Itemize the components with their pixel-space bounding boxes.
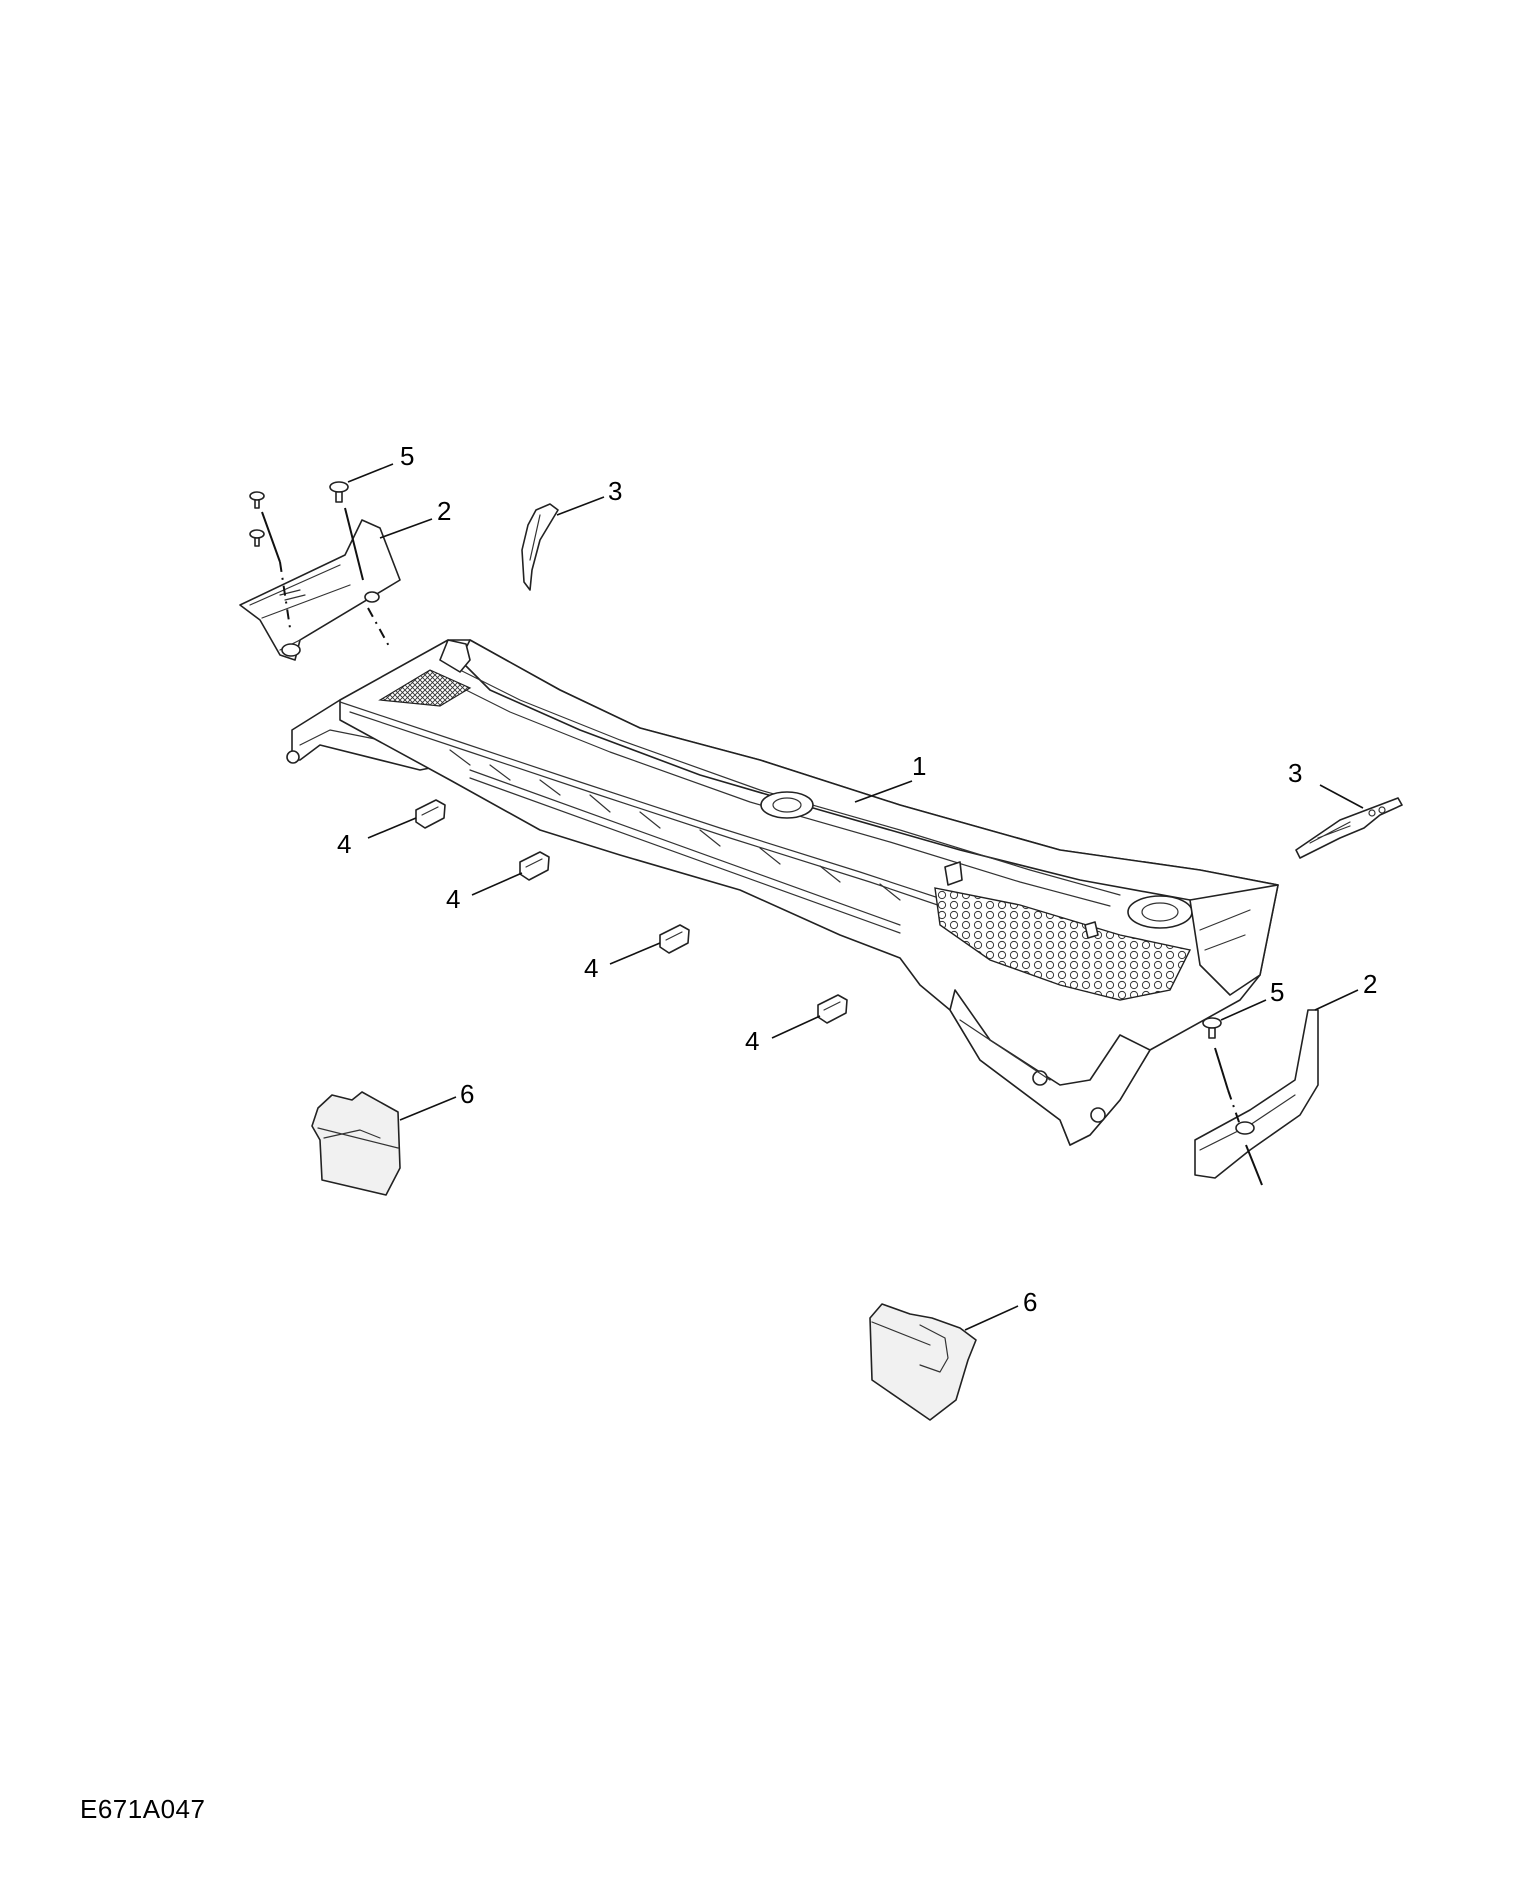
leader-lines [347, 463, 1364, 1331]
clip-2 [519, 851, 550, 881]
callout-labels: 1 2 2 3 3 4 4 4 4 5 5 6 6 [337, 441, 1377, 1317]
callout-4-a: 4 [337, 829, 351, 859]
callout-4-d: 4 [745, 1026, 759, 1056]
fastener-right [1202, 1017, 1263, 1186]
callout-4-c: 4 [584, 953, 598, 983]
pad-right [869, 1303, 977, 1421]
clip-4 [817, 994, 848, 1024]
callout-6-right: 6 [1023, 1287, 1037, 1317]
cowl-grille-panel [286, 639, 1279, 1146]
fastener-left-a [249, 491, 291, 629]
bracket-right [1194, 1009, 1319, 1179]
fastener-left-c [329, 481, 391, 649]
callout-2-left: 2 [437, 496, 451, 526]
callout-1: 1 [912, 751, 926, 781]
callout-2-right: 2 [1363, 969, 1377, 999]
callout-3-left: 3 [608, 476, 622, 506]
callout-3-right: 3 [1288, 758, 1302, 788]
callout-5-right: 5 [1270, 977, 1284, 1007]
bracket-left [239, 519, 401, 661]
fastener-left-b [249, 529, 265, 547]
callout-5-left: 5 [400, 441, 414, 471]
figure-code: E671A047 [80, 1794, 206, 1824]
clip-1 [415, 799, 446, 829]
seal-right [1295, 797, 1403, 859]
callout-4-b: 4 [446, 884, 460, 914]
clip-3 [659, 924, 690, 954]
callout-6-left: 6 [460, 1079, 474, 1109]
seal-left [521, 503, 559, 591]
pad-left [311, 1091, 401, 1196]
